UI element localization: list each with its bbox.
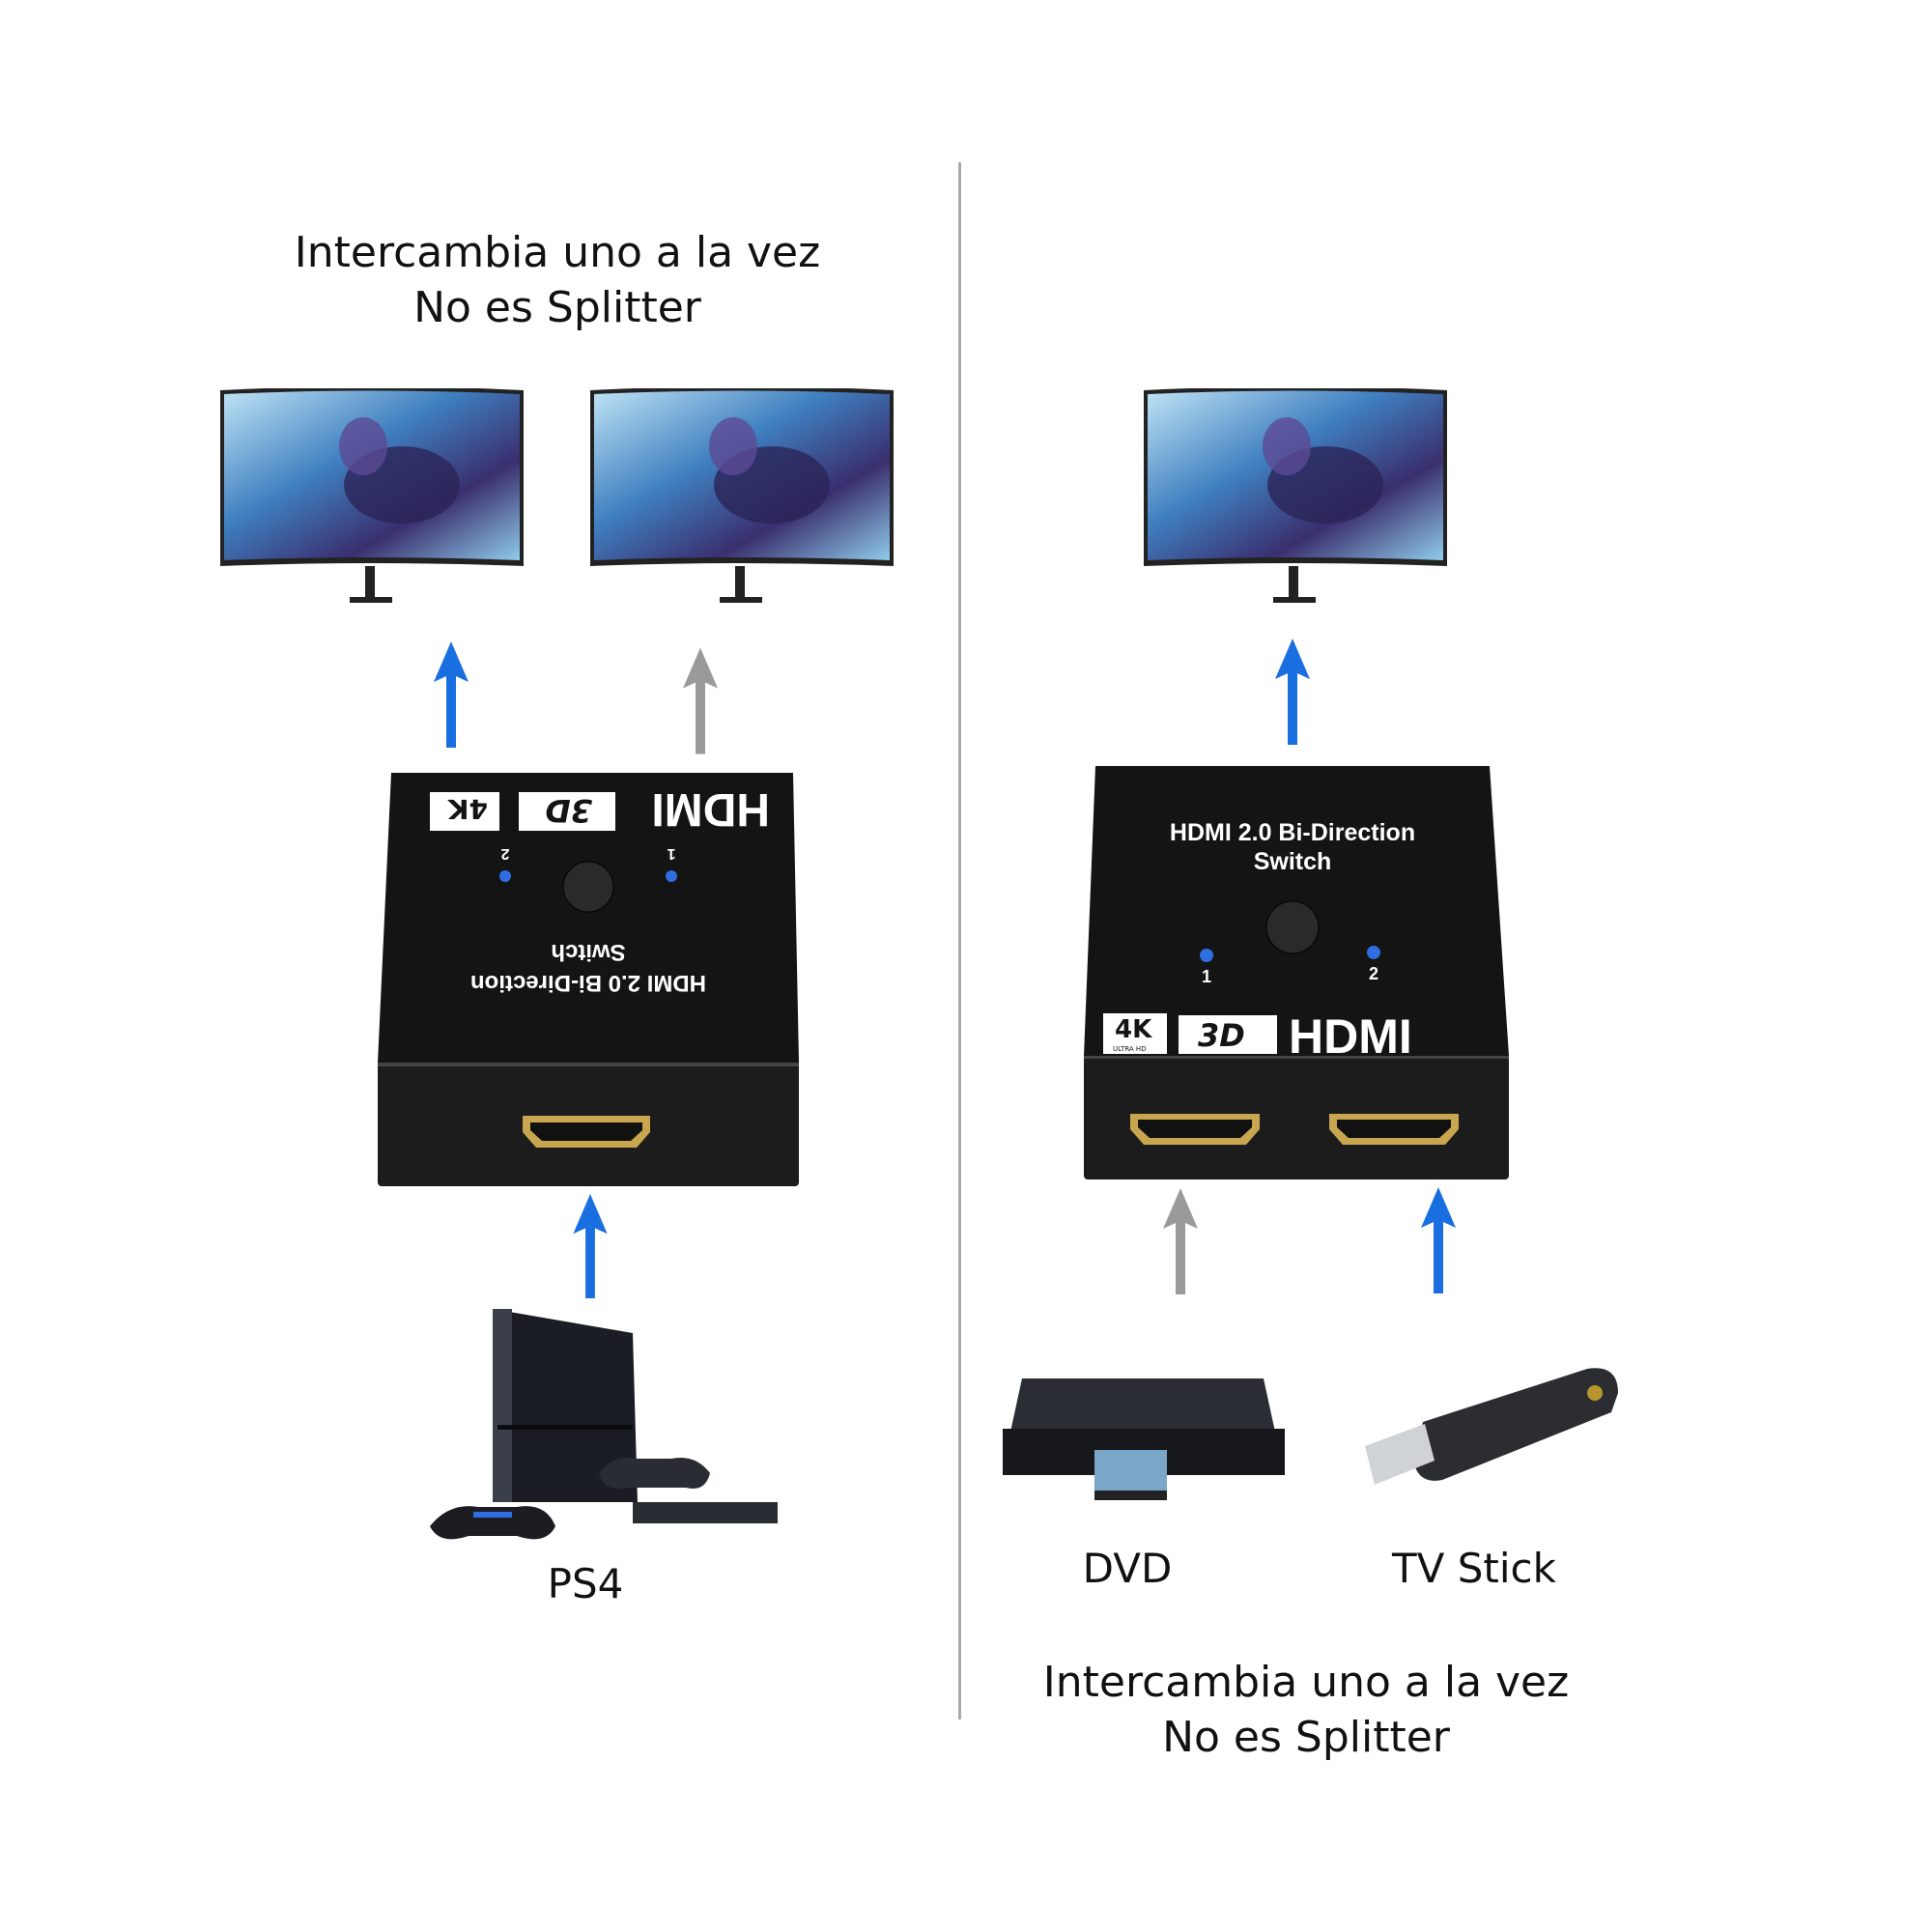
monitor-output [1142,388,1449,605]
left-port-1-label: 1 [667,845,675,862]
right-hdmi-switch: HDMI 2.0 Bi-Direction Switch 1 2 4K ULTR… [1084,766,1509,1179]
inactive-input-arrow-icon [1161,1186,1200,1296]
dvd-label: DVD [1082,1545,1173,1592]
left-badge-4k: 4K [447,793,488,825]
left-heading: Intercambia uno a la vez No es Splitter [219,225,895,335]
right-heading: Intercambia uno a la vez No es Splitter [968,1655,1644,1765]
output-arrow-icon [1273,638,1312,746]
left-port-2-label: 2 [500,845,509,862]
left-heading-line1: Intercambia uno a la vez [294,228,821,277]
right-switch-title-line1: HDMI 2.0 Bi-Direction [1170,819,1415,846]
left-switch-title-line1: HDMI 2.0 Bi-Direction [470,970,706,996]
right-hdmi-logo: HDMI [1289,1009,1412,1064]
dvd-player-image [1003,1378,1285,1500]
right-heading-line1: Intercambia uno a la vez [1042,1658,1570,1707]
active-output-arrow-icon [432,641,470,748]
right-led-2-icon [1367,946,1380,959]
right-switch-button[interactable] [1265,900,1320,954]
left-hdmi-logo: HDMI [651,783,770,835]
monitor-output-2 [588,388,895,605]
input-arrow-icon [571,1194,610,1298]
right-heading-line2: No es Splitter [1162,1713,1450,1762]
right-port-2-label: 2 [1369,964,1378,983]
ps4-console-image [430,1309,778,1540]
inactive-output-arrow-icon [681,645,720,756]
left-hdmi-switch: HDMI 3D 4K 2 1 HDMI 2.0 Bi-Direction Swi… [378,773,799,1186]
tv-stick-label: TV Stick [1392,1545,1556,1592]
left-badge-3d: 3D [545,792,592,829]
active-input-arrow-icon [1419,1186,1458,1294]
left-switch-button[interactable] [562,861,614,913]
panel-divider [958,162,961,1719]
left-heading-line2: No es Splitter [413,283,701,332]
right-badge-3d: 3D [1198,1017,1245,1054]
left-led-1-icon [666,870,677,882]
ps4-label: PS4 [547,1560,624,1607]
monitor-output-1 [218,388,526,605]
right-port-1-label: 1 [1202,967,1211,986]
right-switch-title-line2: Switch [1254,848,1332,875]
right-led-1-icon [1200,949,1213,962]
left-switch-title-line2: Switch [551,939,625,965]
right-badge-4k-sub: ULTRA HD [1113,1045,1147,1053]
tv-stick-image [1365,1368,1618,1485]
right-badge-4k: 4K [1115,1015,1152,1044]
left-led-2-icon [499,870,511,882]
